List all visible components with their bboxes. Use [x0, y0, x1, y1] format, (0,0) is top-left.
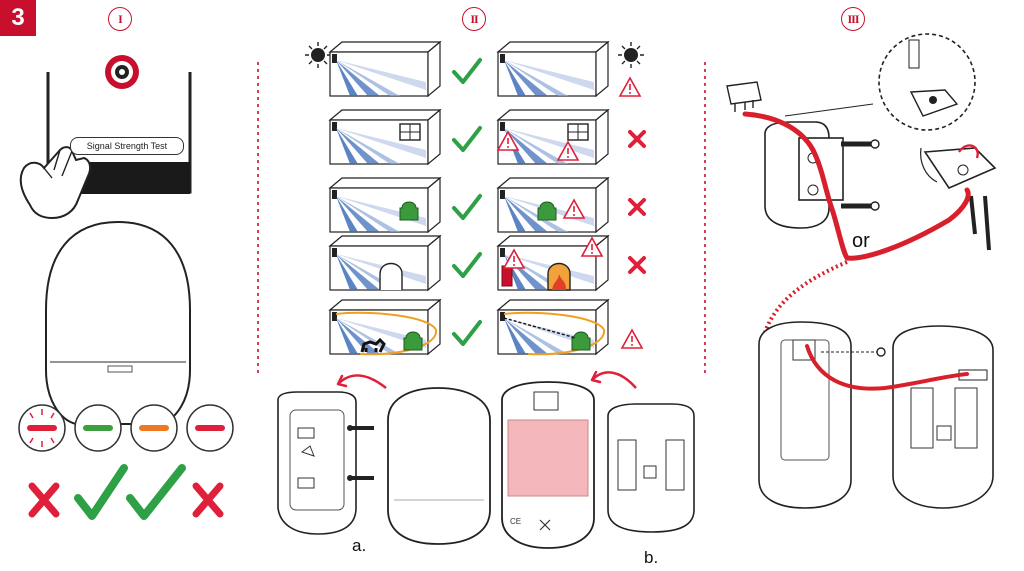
room-diagram [329, 109, 441, 165]
panel-mounting [726, 33, 997, 509]
detector-body [45, 220, 191, 425]
caption-a: a. [352, 536, 367, 555]
cross-icon [628, 130, 646, 148]
check-icon [452, 194, 482, 220]
screw-icon [841, 139, 880, 211]
pass-check-icon [74, 464, 128, 520]
signal-strength-icon [105, 55, 139, 89]
pressing-hand-icon [19, 146, 92, 220]
detector-open-base [758, 321, 886, 509]
pass-check-icon [126, 464, 186, 520]
caption-b: b. [644, 548, 659, 567]
section-marker-1: I [108, 7, 132, 31]
room-diagram [497, 41, 609, 97]
sun-icon [618, 42, 644, 68]
led-indicator-orange [130, 404, 178, 452]
section-marker-3: III [841, 7, 865, 31]
cable [742, 111, 971, 261]
signal-strength-test-button: Signal Strength Test [70, 137, 184, 155]
room-diagram [497, 299, 609, 356]
svg-text:CE: CE [510, 517, 521, 526]
rotate-arrow-icon [337, 374, 387, 389]
led-indicator-blink-red [18, 404, 66, 452]
detector-rear-view: CE [501, 381, 595, 549]
screw-icon [969, 195, 991, 251]
room-diagram [329, 41, 441, 97]
panel-signal-test [18, 55, 234, 520]
room-diagram [497, 177, 609, 233]
cable [805, 344, 969, 391]
check-icon [452, 252, 482, 278]
room-diagram [329, 235, 441, 291]
or-label: or [852, 230, 870, 252]
check-icon [452, 126, 482, 152]
detector-battery-cover [892, 325, 994, 509]
detector-front-cover [387, 387, 491, 545]
battery-compartment [607, 403, 695, 533]
step-number-badge: 3 [0, 0, 36, 36]
check-icon [452, 320, 482, 346]
cable-dotted [763, 260, 848, 333]
rotate-arrow-icon [591, 371, 637, 389]
room-diagram [497, 109, 609, 165]
led-indicator-green [74, 404, 122, 452]
corner-bracket [920, 144, 997, 190]
room-diagram [329, 177, 441, 233]
sun-icon [305, 42, 331, 68]
detector-back-plate [277, 391, 357, 535]
fail-cross-icon [28, 482, 60, 518]
check-icon [452, 58, 482, 84]
cross-icon [628, 198, 646, 216]
warning-icon [621, 329, 643, 349]
fail-cross-icon [192, 482, 224, 518]
cross-icon [628, 256, 646, 274]
detail-magnifier [878, 33, 976, 131]
led-indicator-red [186, 404, 234, 452]
screw-icon [347, 425, 374, 481]
section-marker-2: II [462, 7, 486, 31]
panel-placement-guide: CE [277, 41, 695, 549]
room-diagram [329, 299, 441, 356]
warning-icon [619, 77, 641, 97]
connector-icon [726, 81, 762, 112]
